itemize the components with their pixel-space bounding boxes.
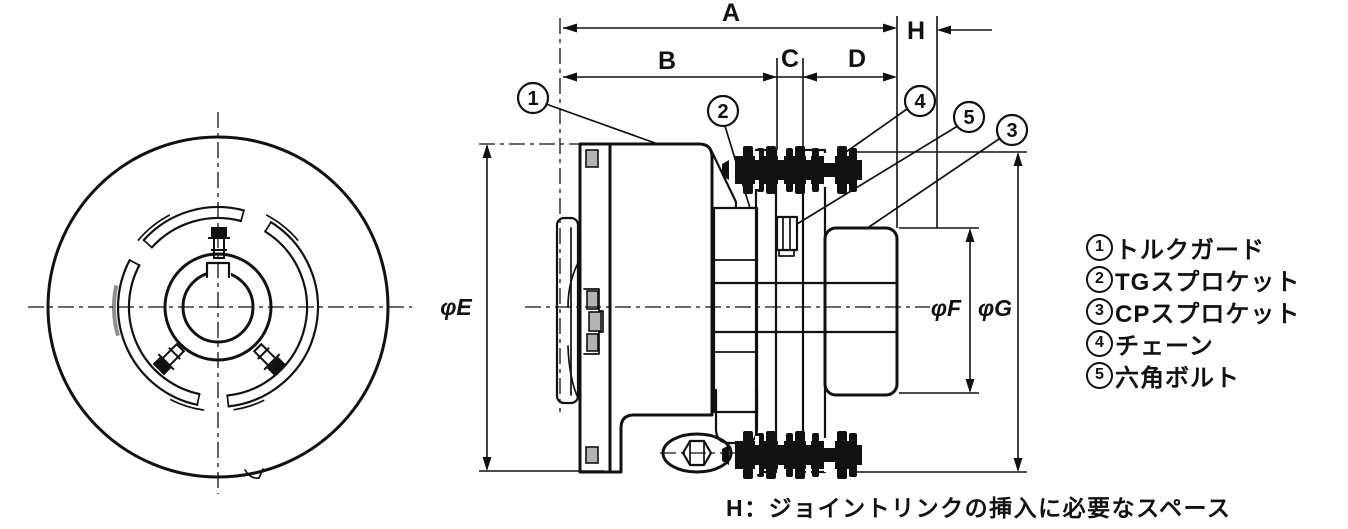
callout-3-number: 3 bbox=[1006, 120, 1017, 142]
dimension-phi-e: φE bbox=[440, 143, 604, 472]
legend-label-3: CPスプロケット bbox=[1115, 300, 1301, 328]
legend-item-torque-guard: 1 トルクガード bbox=[1086, 231, 1300, 264]
dim-label-b: B bbox=[658, 47, 676, 75]
flange-boss bbox=[583, 288, 604, 355]
legend-number-4: 4 bbox=[1086, 329, 1113, 357]
ring-tab bbox=[137, 214, 171, 241]
bottom-bolt bbox=[660, 432, 736, 474]
flange-slot-top bbox=[585, 149, 599, 168]
dim-label-c: C bbox=[781, 45, 799, 73]
dimension-bcd: B C D bbox=[563, 45, 897, 82]
dimension-phi-g: φG bbox=[856, 151, 1027, 473]
legend-number-1: 1 bbox=[1086, 233, 1113, 261]
legend-number-3: 3 bbox=[1086, 297, 1113, 325]
legend-label-2: TGスプロケット bbox=[1115, 268, 1301, 296]
cp-hub bbox=[823, 226, 899, 397]
dimension-lines: A B C D H φE bbox=[440, 0, 1027, 473]
side-view bbox=[525, 142, 930, 479]
torque-guard-body bbox=[608, 142, 714, 474]
dim-label-d: D bbox=[848, 45, 866, 73]
callout-2-number: 2 bbox=[717, 101, 728, 123]
callout-1-number: 1 bbox=[527, 88, 538, 110]
dim-label-a: A bbox=[722, 0, 740, 27]
callouts: 1 2 4 5 3 bbox=[516, 81, 1029, 228]
legend-label-4: チェーン bbox=[1115, 332, 1214, 360]
housing-lug bbox=[244, 468, 264, 479]
dim-label-phi-f: φF bbox=[931, 295, 962, 321]
cover-taper bbox=[710, 150, 738, 210]
callout-1: 1 bbox=[516, 81, 656, 144]
callout-5: 5 bbox=[796, 100, 986, 225]
dim-label-phi-g: φG bbox=[978, 295, 1012, 321]
dim-label-phi-e: φE bbox=[440, 294, 472, 320]
ring-tab-shaded bbox=[112, 284, 120, 337]
legend-number-5: 5 bbox=[1086, 361, 1113, 389]
mounting-plate bbox=[555, 216, 580, 405]
callout-4: 4 bbox=[845, 84, 937, 153]
tg-hub bbox=[712, 206, 759, 414]
tg-sprocket bbox=[754, 148, 778, 474]
legend-number-2: 2 bbox=[1086, 265, 1113, 293]
dimension-a: A bbox=[563, 0, 897, 33]
hex-bolt bbox=[775, 215, 799, 257]
cp-sprocket bbox=[801, 148, 827, 474]
callout-5-number: 5 bbox=[963, 107, 974, 129]
legend-item-tg-sprocket: 2 TGスプロケット bbox=[1086, 263, 1301, 296]
ring-tab bbox=[265, 214, 299, 241]
retaining-ring bbox=[112, 205, 320, 411]
front-view bbox=[28, 112, 412, 494]
callout-2: 2 bbox=[706, 94, 751, 209]
legend: 1 トルクガード 2 TGスプロケット 3 CPスプロケット 4 チェーン 5 … bbox=[1086, 231, 1301, 392]
footnote: H：ジョイントリンクの挿入に必要なスペース bbox=[726, 495, 1232, 521]
callout-4-number: 4 bbox=[914, 91, 926, 113]
legend-item-chain: 4 チェーン bbox=[1086, 327, 1300, 360]
legend-label-5: 六角ボルト bbox=[1115, 364, 1240, 392]
ring-tab bbox=[233, 399, 265, 411]
legend-item-cp-sprocket: 3 CPスプロケット bbox=[1086, 295, 1301, 328]
callout-3: 3 bbox=[868, 113, 1029, 228]
chain-bottom bbox=[722, 431, 862, 479]
legend-item-hex-bolt: 5 六角ボルト bbox=[1086, 359, 1300, 392]
dimension-h: H bbox=[907, 17, 992, 45]
flange-slot-bottom bbox=[585, 446, 599, 464]
dimension-phi-f: φF bbox=[899, 227, 979, 394]
legend-label-1: トルクガード bbox=[1115, 236, 1265, 264]
dim-label-h: H bbox=[907, 17, 925, 45]
ring-tab bbox=[169, 398, 205, 411]
